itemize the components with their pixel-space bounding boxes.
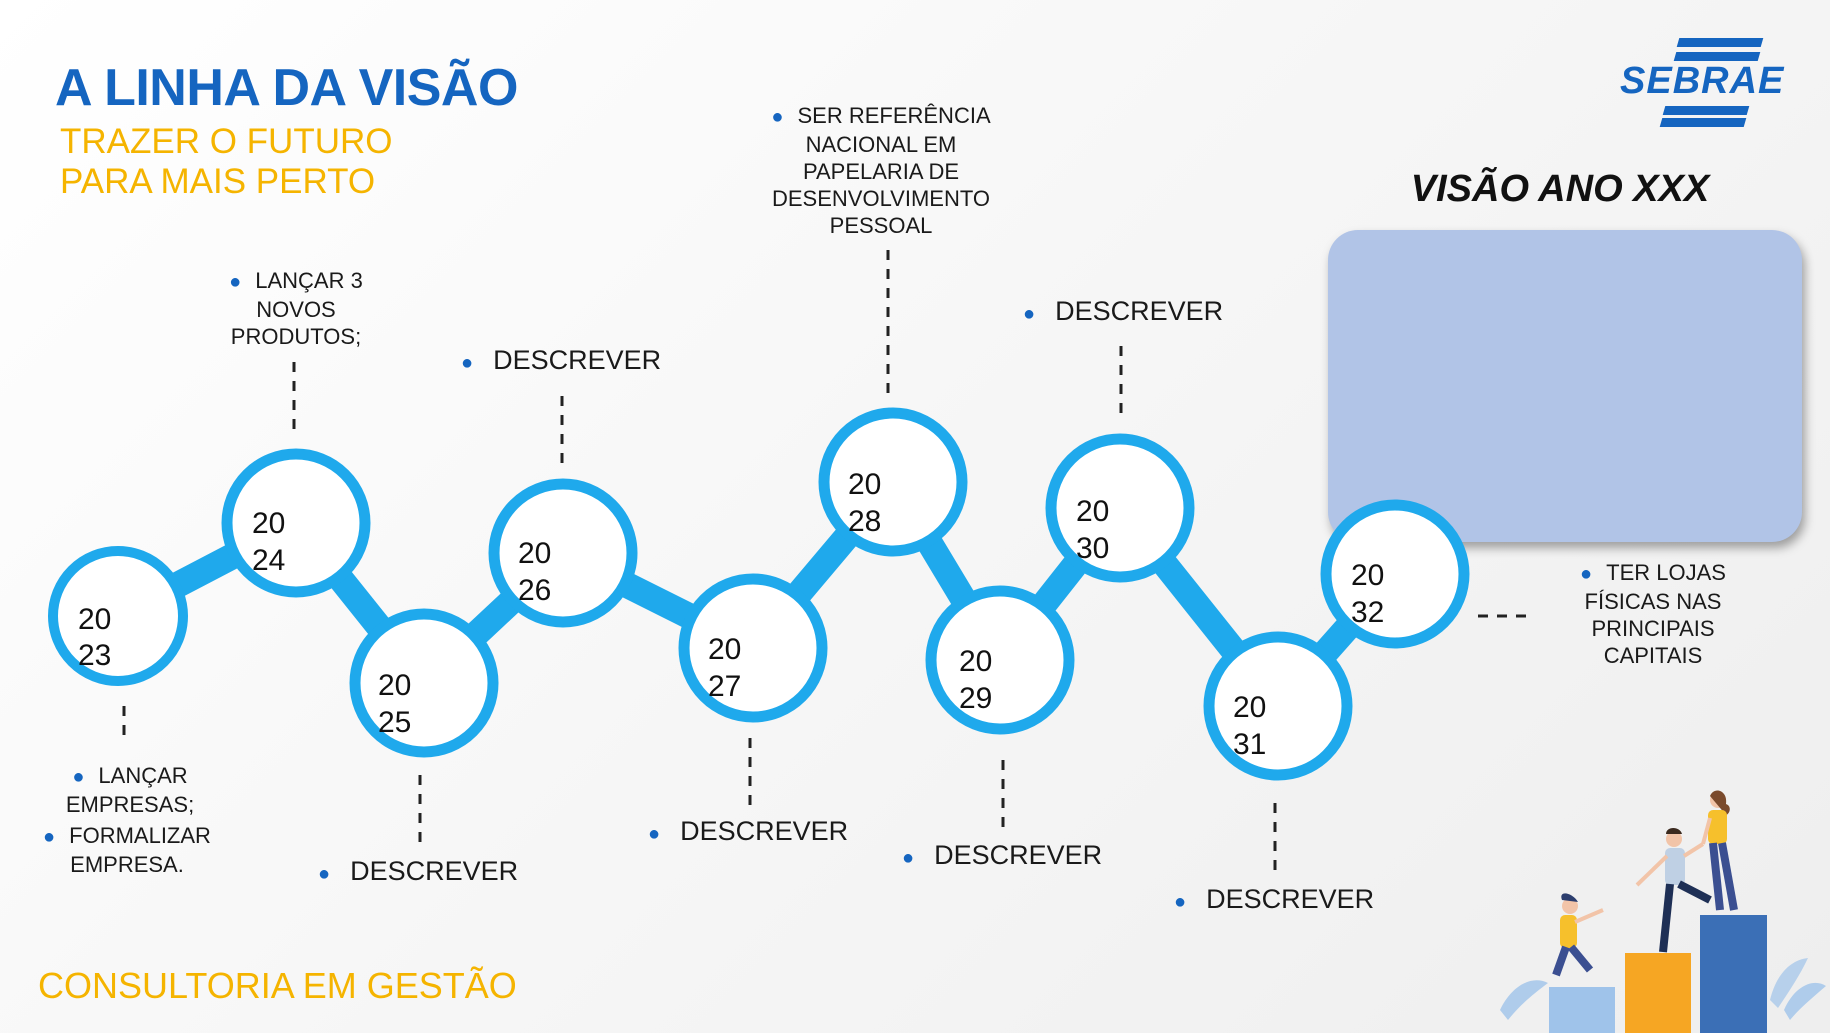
- subtitle-line-2: PARA MAIS PERTO: [60, 162, 376, 201]
- year-text-bottom: 32: [1351, 596, 1384, 629]
- note-2023-a: ● LANÇAR EMPRESAS;: [30, 762, 230, 818]
- person-top: [1701, 790, 1738, 911]
- year-circle: [925, 585, 1075, 735]
- note-text: DESENVOLVIMENTO: [771, 186, 990, 211]
- note-2029: ● DESCREVER: [902, 839, 1102, 874]
- year-node-2026[interactable]: 20 26: [488, 478, 638, 628]
- year-text-bottom: 27: [708, 670, 741, 703]
- year-nodes: 20 23 20 24 20 25 20 26 20 27 20 28: [48, 407, 1470, 781]
- page-title: A LINHA DA VISÃO: [55, 59, 518, 117]
- note-text: CAPITAIS: [1603, 643, 1703, 668]
- person-front: [1552, 893, 1604, 977]
- note-text: PESSOAL: [829, 213, 933, 238]
- person-middle: [1635, 828, 1712, 953]
- note-text: DESCREVER: [350, 856, 519, 886]
- note-text: DESCREVER: [493, 345, 662, 375]
- year-circle: [1045, 433, 1195, 583]
- bullet-icon: ●: [1174, 891, 1187, 913]
- year-node-2030[interactable]: 20 30: [1045, 433, 1195, 583]
- year-circle: [349, 608, 499, 758]
- note-text: TER LOJAS: [1606, 560, 1726, 585]
- year-text-top: 20: [848, 468, 881, 501]
- note-2026: ● DESCREVER: [461, 344, 661, 379]
- year-node-2031[interactable]: 20 31: [1203, 631, 1353, 781]
- vision-box[interactable]: [1328, 230, 1802, 542]
- subtitle-line-1: TRAZER O FUTURO: [60, 122, 393, 161]
- note-2028: ● SER REFERÊNCIA NACIONAL EM PAPELARIA DE…: [756, 102, 1006, 239]
- year-circle: [488, 478, 638, 628]
- bullet-icon: ●: [1023, 303, 1036, 325]
- year-circle: [48, 546, 188, 686]
- year-text-bottom: 31: [1233, 728, 1266, 761]
- year-text-top: 20: [708, 633, 741, 666]
- year-text-bottom: 29: [959, 682, 992, 715]
- year-circle: [818, 407, 968, 557]
- note-2025: ● DESCREVER: [318, 855, 518, 890]
- year-text-bottom: 26: [518, 574, 551, 607]
- year-node-2025[interactable]: 20 25: [349, 608, 499, 758]
- year-node-2028[interactable]: 20 28: [818, 407, 968, 557]
- note-text: NOVOS: [256, 297, 336, 322]
- note-text: LANÇAR: [98, 763, 188, 788]
- note-2030: ● DESCREVER: [1023, 295, 1223, 330]
- year-node-2032[interactable]: 20 32: [1320, 499, 1470, 649]
- year-node-2029[interactable]: 20 29: [925, 585, 1075, 735]
- note-2024: ● LANÇAR 3 NOVOS PRODUTOS;: [196, 267, 396, 350]
- year-node-2023[interactable]: 20 23: [48, 546, 188, 686]
- year-circle: [1203, 631, 1353, 781]
- note-text: PRINCIPAIS: [1591, 616, 1715, 641]
- note-text: PAPELARIA DE: [802, 159, 960, 184]
- bullet-icon: ●: [72, 766, 85, 788]
- note-2027: ● DESCREVER: [648, 815, 848, 850]
- bullet-icon: ●: [43, 826, 56, 848]
- year-text-top: 20: [78, 603, 111, 636]
- bullet-icon: ●: [318, 863, 331, 885]
- bullet-icon: ●: [229, 271, 242, 293]
- timeline-dashes: [122, 250, 1530, 875]
- year-text-top: 20: [252, 507, 285, 540]
- bullet-icon: ●: [461, 352, 474, 374]
- footer-text: CONSULTORIA EM GESTÃO: [38, 965, 517, 1006]
- bullet-icon: ●: [648, 823, 661, 845]
- year-text-top: 20: [518, 537, 551, 570]
- note-text: LANÇAR 3: [255, 268, 363, 293]
- year-circle: [221, 448, 371, 598]
- team-climbing-illustration: [1500, 790, 1826, 1033]
- note-text: DESCREVER: [1055, 296, 1224, 326]
- year-node-2024[interactable]: 20 24: [221, 448, 371, 598]
- note-text: DESCREVER: [1206, 884, 1375, 914]
- logo-text: SEBRAE: [1620, 60, 1785, 102]
- year-circle: [1320, 499, 1470, 649]
- year-node-2027[interactable]: 20 27: [678, 573, 828, 723]
- note-text: EMPRESA.: [70, 852, 184, 877]
- note-2023-b: ● FORMALIZAR EMPRESA.: [22, 822, 232, 878]
- year-text-bottom: 23: [78, 639, 111, 672]
- year-text-top: 20: [959, 645, 992, 678]
- note-text: PRODUTOS;: [230, 324, 362, 349]
- note-text: FÍSICAS NAS: [1584, 589, 1722, 614]
- year-text-top: 20: [1076, 495, 1109, 528]
- year-text-bottom: 28: [848, 505, 881, 538]
- note-text: DESCREVER: [680, 816, 849, 846]
- vision-heading: VISÃO ANO XXX: [1410, 168, 1710, 210]
- year-text-bottom: 24: [252, 544, 285, 577]
- note-2032: ● TER LOJAS FÍSICAS NAS PRINCIPAIS CAPITA…: [1553, 559, 1753, 669]
- year-text-top: 20: [1233, 691, 1266, 724]
- note-text: DESCREVER: [934, 840, 1103, 870]
- note-text: EMPRESAS;: [65, 792, 195, 817]
- year-text-bottom: 30: [1076, 532, 1109, 565]
- note-2031: ● DESCREVER: [1174, 883, 1374, 918]
- year-text-top: 20: [1351, 559, 1384, 592]
- bullet-icon: ●: [1580, 563, 1593, 585]
- note-text: NACIONAL EM: [805, 132, 957, 157]
- bullet-icon: ●: [771, 106, 784, 128]
- bullet-icon: ●: [902, 847, 915, 869]
- year-text-top: 20: [378, 669, 411, 702]
- sebrae-logo: SEBRAE: [1620, 38, 1800, 127]
- note-text: SER REFERÊNCIA: [797, 103, 991, 128]
- year-circle: [678, 573, 828, 723]
- year-text-bottom: 25: [378, 706, 411, 739]
- note-text: FORMALIZAR: [69, 823, 211, 848]
